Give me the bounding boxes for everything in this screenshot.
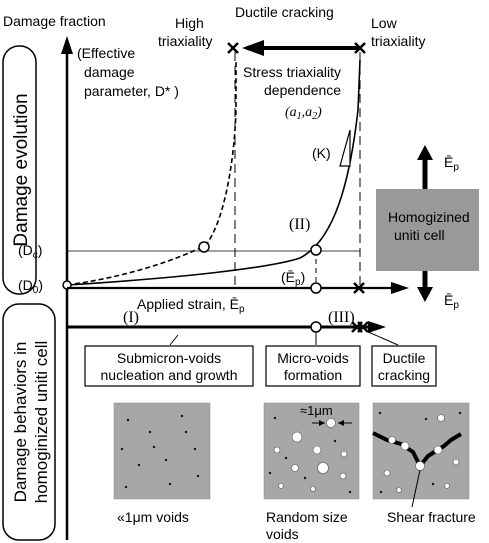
stage-box-3 [371,345,437,387]
stage-II-label-top: (II) [289,216,310,233]
damage-behaviors-label-1: Damage behaviors in [11,342,30,503]
stage-box-2 [265,345,361,387]
stage-line-arrowhead [368,321,386,333]
stage-box-3-line2: cracking [378,367,430,383]
micro-1-voids [120,414,200,489]
stage-box-2-line1: Micro-voids [277,350,349,366]
unit-cell-label-1: Homogizined [388,209,470,225]
connector-1 [169,334,179,346]
micro-3-caption: Shear fracture [387,509,476,525]
shear-fracture-pointer [411,469,421,508]
low-tri-x-mark [354,42,366,54]
damage-evolution-label: Damage evolution [11,93,32,246]
micro-2-voids [273,418,348,492]
k-slope-triangle [339,129,351,167]
stage-box-2-line2: formation [284,367,342,383]
ep-top-label: Ēp [444,154,459,173]
stage-I-label: (I) [123,309,139,326]
low-triaxiality-2: triaxiality [371,33,425,49]
unit-cell [376,189,479,271]
stage-box-1-line2: nucleation and growth [101,367,238,383]
ductile-cracking-title: Ductile cracking [235,4,334,20]
micro-1-caption: «1μm voids [117,509,189,525]
effective-label-1: (Effective [77,45,135,61]
ep-bar-label: (Ēp) [281,269,305,288]
high-tri-x-mark [227,42,239,54]
micro-2-dots [268,416,352,494]
stress-triaxiality-label-2: dependence [264,82,341,98]
ep-bottom-arrowhead [417,287,433,302]
micro-2-caption-2: voids [266,526,299,542]
stage-box-1 [84,345,254,387]
stage-box-1-line1: Submicron-voids [117,350,221,366]
strain-x-mark [353,282,365,294]
triaxiality-arrow-head [242,40,264,56]
damage-behaviors-label-2: homoginized uniti cell [32,341,51,504]
curve-high-triaxiality [66,60,237,286]
micro-2-caption-1: Random size [266,509,348,525]
ep-bottom-label: Ēp [444,292,459,311]
low-triaxiality-1: Low [371,15,398,31]
damage-fraction-label: Damage fraction [3,13,106,29]
dc-point-high [198,241,210,253]
k-label: (K) [312,145,331,161]
damage-behaviors-box [2,303,56,541]
strain-axis-arrowhead [391,282,409,294]
connector-3 [365,330,399,346]
a-params-label: (a1,a2) [285,105,322,122]
high-triaxiality-1: High [175,15,204,31]
strain-point-II [310,282,322,294]
effective-label-2: damage [84,64,135,80]
micro-image-1 [113,402,211,500]
high-triaxiality-2: triaxiality [158,33,212,49]
effective-label-3: parameter, D* ) [84,83,179,99]
stress-triaxiality-label-1: Stress triaxiality [243,64,341,80]
micro-3-dots [378,411,462,494]
stage-x-mark-2 [357,321,369,333]
dc-point-low [310,244,322,256]
micro-2-size-label: ≈1μm [300,403,333,418]
micro-image-3 [372,402,470,500]
ep-top-arrowhead [417,145,433,160]
stage-point-II [310,321,322,333]
micro-3-voids [383,414,460,493]
applied-strain-label: Applied strain, Ēp [137,296,245,315]
damage-evolution-box [2,45,37,295]
stage-III-label: (III) [328,309,355,326]
y-axis-arrowhead [61,36,73,54]
stage-box-3-line1: Ductile [383,350,426,366]
unit-cell-label-2: uniti cell [394,227,445,243]
